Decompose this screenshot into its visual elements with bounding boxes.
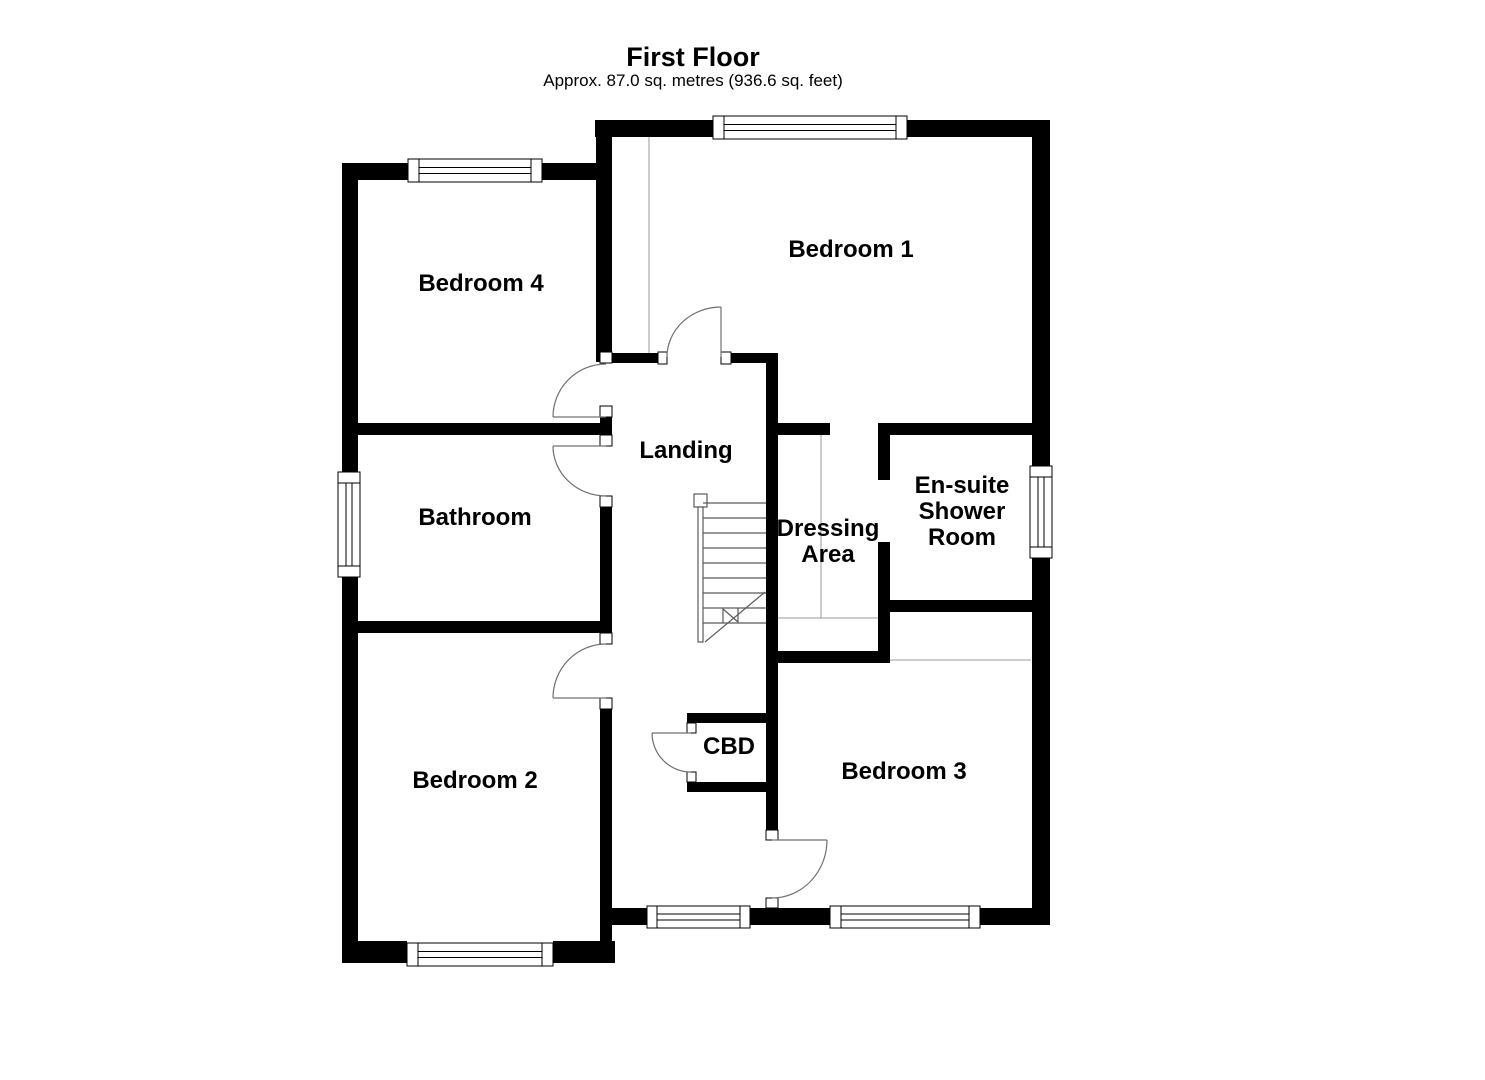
door-bedroom-2 [552,643,607,699]
door-arc [771,839,828,899]
room-label-cbd: CBD [703,733,755,761]
wall-segment [878,423,1032,435]
stair-break-line [704,591,766,643]
wall-segment [600,709,612,963]
wall-segment [553,941,615,963]
stair-newel-post [693,493,708,508]
door-cbd [651,732,692,773]
wall-segment [342,577,358,963]
wall-segment [766,651,890,663]
door-jamb [686,771,697,783]
door-jamb [720,351,732,365]
wall-segment [878,542,890,612]
door-arc [651,732,692,773]
window-bedroom-1 [712,115,908,140]
wall-segment [980,908,1050,925]
door-bedroom-4 [552,363,607,418]
door-jambs [599,351,779,909]
stair-treads [703,502,766,624]
door-jamb [686,722,697,734]
wall-segment [687,782,766,792]
door-jamb [765,897,779,909]
door-jamb [599,434,613,447]
wall-segment [907,120,1050,137]
window-bedroom-2 [406,942,554,967]
stair-break-zigzag [722,607,739,624]
wall-segment [731,353,771,363]
door-bedroom-3 [771,839,828,899]
staircase [693,493,766,643]
room-label-bedroom-1: Bedroom 1 [788,236,914,264]
wall-segment [1032,557,1050,925]
plan-title: First Floor [626,42,760,72]
door-arc [552,445,607,497]
doors [552,306,828,899]
wall-segment [342,941,407,963]
wall-segment [596,120,612,362]
room-label-bathroom: Bathroom [418,504,532,532]
wall-segment [342,621,612,633]
door-jamb [599,697,613,710]
window-bedroom-4 [407,158,543,183]
wall-segment [1032,120,1050,468]
wall-segment [342,423,612,435]
door-jamb [599,351,613,364]
window-en-suite [1029,465,1053,559]
wall-segment [878,600,890,663]
wall-segment [342,163,358,472]
wall-segment [687,713,766,723]
wall-segment [878,600,1032,612]
wall-segment [612,908,647,925]
room-label-bedroom-2: Bedroom 2 [412,767,538,795]
room-label-landing: Landing [639,437,733,465]
annotation-lines [648,137,1031,661]
room-label-en-suite-shower-room: En-suite Shower Room [914,472,1010,551]
door-jamb [657,351,668,365]
wall-segment [542,163,596,180]
door-jamb [765,829,779,841]
room-label-bedroom-3: Bedroom 3 [841,758,967,786]
door-arc [552,643,607,699]
windows [337,115,1053,967]
door-jamb [599,495,613,508]
door-bathroom [552,445,607,497]
room-label-dressing-area: Dressing Area [776,515,880,568]
walls [342,120,1050,963]
room-label-bedroom-4: Bedroom 4 [418,270,544,298]
door-arc [552,363,607,418]
plan-subtitle: Approx. 87.0 sq. metres (936.6 sq. feet) [543,71,843,90]
wall-segment [612,353,658,363]
door-arc [666,306,722,358]
door-jamb [599,632,613,645]
door-jamb [599,405,613,418]
wall-segment [600,507,612,633]
wall-segment [342,163,408,180]
wall-segment [750,908,830,925]
wall-segment [778,423,830,435]
window-landing [646,905,751,929]
wall-segment [878,423,890,480]
window-bathroom [337,471,361,578]
stair-rail [697,506,704,643]
wall-segment [766,353,778,832]
wall-segment [595,120,713,137]
window-bedroom-3 [829,905,981,929]
door-bedroom-1 [666,306,722,358]
